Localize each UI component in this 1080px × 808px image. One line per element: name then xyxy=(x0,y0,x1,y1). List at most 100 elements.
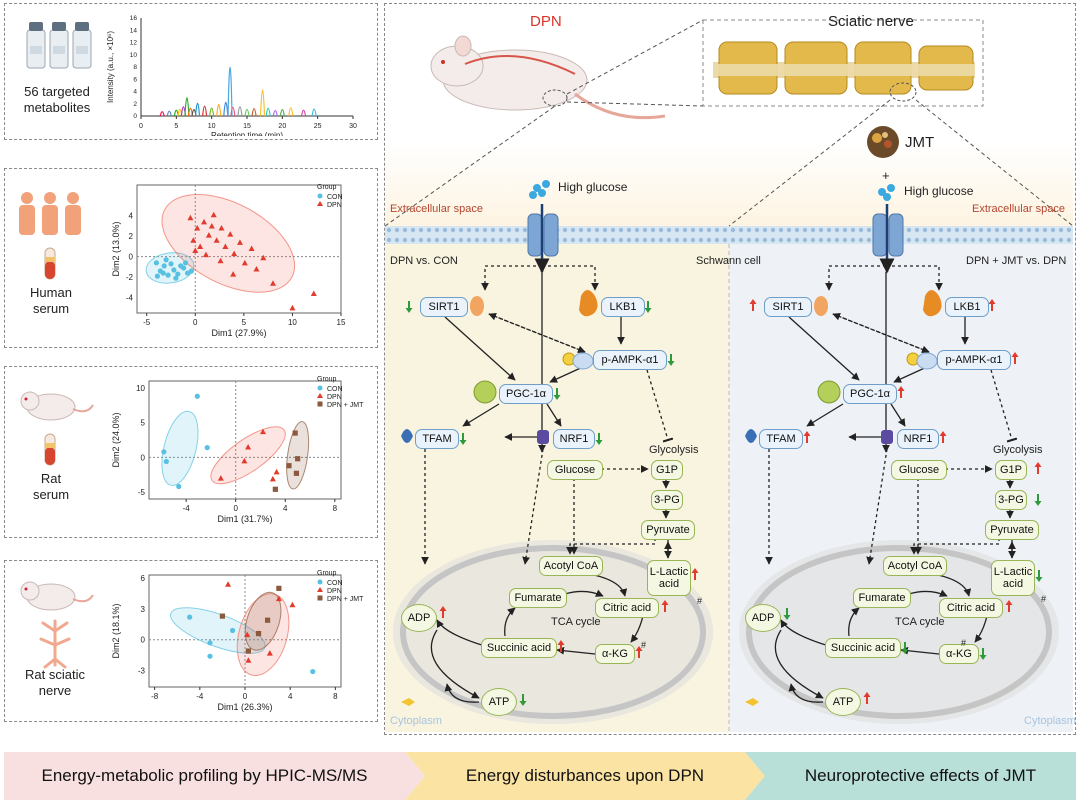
lipid-head xyxy=(810,227,816,233)
metabolites-label: 56 targeted metabolites xyxy=(23,84,91,115)
y-tick-label: 6 xyxy=(133,76,137,83)
lipid-head xyxy=(570,237,576,243)
dpn-point xyxy=(275,595,282,602)
lipid-head xyxy=(962,237,968,243)
change-arrow-right-head xyxy=(1035,577,1043,582)
y-tick-label: 2 xyxy=(133,101,137,108)
y-tick-label: 0 xyxy=(129,253,134,262)
lipid-head xyxy=(618,227,624,233)
3pg-box-left: 3-PG xyxy=(651,490,683,510)
dpn-point xyxy=(201,218,208,225)
lipid-head xyxy=(770,227,776,233)
lipid-head xyxy=(722,227,728,233)
lipid-head xyxy=(578,237,584,243)
membrane xyxy=(385,226,1073,244)
lipid-head xyxy=(866,237,872,243)
jmt-point xyxy=(272,486,278,492)
y-tick-label: -3 xyxy=(138,667,146,676)
lipid-head xyxy=(690,227,696,233)
con-point xyxy=(182,260,189,266)
human-serum-label: Human serum xyxy=(30,285,72,316)
nrf1-protein-icon xyxy=(537,430,549,444)
adp-to-atp xyxy=(774,629,824,699)
lipid-head xyxy=(1026,237,1032,243)
lipid-head xyxy=(634,237,640,243)
change-arrow-right-head xyxy=(1005,600,1013,605)
legend-marker-dpn xyxy=(317,587,323,592)
rat-sciatic-label: Rat sciatic nerve xyxy=(25,667,85,698)
pgc1a-protein-icon xyxy=(817,380,841,404)
lipid-head xyxy=(490,237,496,243)
dpn-point xyxy=(269,475,276,482)
lipid-head xyxy=(930,237,936,243)
lipid-head xyxy=(570,227,576,233)
x-tick-label: 0 xyxy=(139,123,143,130)
chromatogram-peak xyxy=(227,66,233,117)
legend-label: DPN + JMT xyxy=(327,596,364,603)
stage-disturbances: Energy disturbances upon DPN xyxy=(465,766,705,785)
lipid-head xyxy=(762,227,768,233)
fumarate-box-right: Fumarate xyxy=(853,588,911,608)
change-arrow-right-head xyxy=(897,386,905,391)
people-icon xyxy=(19,192,81,235)
dpn-point xyxy=(253,265,260,272)
lipid-head xyxy=(458,227,464,233)
pyruvate-to-acetylcoa xyxy=(566,538,656,555)
lipid-head xyxy=(714,227,720,233)
chromatogram-peak xyxy=(230,106,236,117)
citric-acid-box-right: Citric acid xyxy=(939,598,1003,618)
legend-marker-jmt xyxy=(317,595,323,601)
lipid-head xyxy=(922,237,928,243)
stage-profiling: Energy-metabolic profiling by HPIC-MS/MS xyxy=(41,766,368,785)
lactic-acid-box-right: L-Lactic acid xyxy=(991,560,1035,596)
con-point xyxy=(204,445,210,451)
lipid-head xyxy=(602,237,608,243)
change-arrow-right-head xyxy=(979,655,987,660)
legend-marker-jmt xyxy=(317,401,323,407)
atp-synthase-icon xyxy=(401,698,415,706)
change-arrow-left-head xyxy=(635,646,643,651)
chromatogram-peak xyxy=(223,101,229,117)
lipid-head xyxy=(946,237,952,243)
dpn-point xyxy=(266,650,273,656)
legend-label: DPN xyxy=(327,202,342,209)
lipid-head xyxy=(450,227,456,233)
change-arrow-left-head xyxy=(405,308,413,313)
lipid-head xyxy=(610,227,616,233)
chromatogram-peak xyxy=(300,109,307,117)
lipid-head xyxy=(810,237,816,243)
x-tick-label: -4 xyxy=(196,692,204,701)
con-point xyxy=(207,653,213,659)
dpn-point xyxy=(260,254,267,261)
atp-box-left: ATP xyxy=(481,688,517,716)
lipid-head xyxy=(562,237,568,243)
lkb1-box-left: LKB1 xyxy=(601,297,645,317)
legend-marker-dpn xyxy=(317,201,323,206)
y-tick-label: 14 xyxy=(130,27,138,34)
plot-frame xyxy=(136,184,342,314)
pyruvate-box-right: Pyruvate xyxy=(985,520,1039,540)
con-point xyxy=(181,265,187,271)
lipid-head xyxy=(1002,227,1008,233)
change-arrow-left-head xyxy=(519,701,527,706)
citric-to-akg xyxy=(974,615,988,643)
con-point xyxy=(173,275,179,281)
high-glucose-right: High glucose xyxy=(904,184,974,198)
akg-box-left: α-KG xyxy=(595,644,635,664)
lipid-head xyxy=(442,227,448,233)
jmt-point xyxy=(295,456,301,462)
lipid-head xyxy=(474,237,480,243)
rat-illustration xyxy=(430,35,666,120)
lipid-head xyxy=(922,227,928,233)
sirt1-protein-icon xyxy=(814,296,828,316)
lipid-head xyxy=(602,227,608,233)
signal-to-lkb1 xyxy=(542,265,599,291)
x-tick-label: 15 xyxy=(243,123,251,130)
lipid-head xyxy=(562,227,568,233)
x-tick-label: 25 xyxy=(314,123,322,130)
chromatogram-peak xyxy=(202,105,208,117)
lipid-head xyxy=(386,227,392,233)
lipid-head xyxy=(1002,237,1008,243)
